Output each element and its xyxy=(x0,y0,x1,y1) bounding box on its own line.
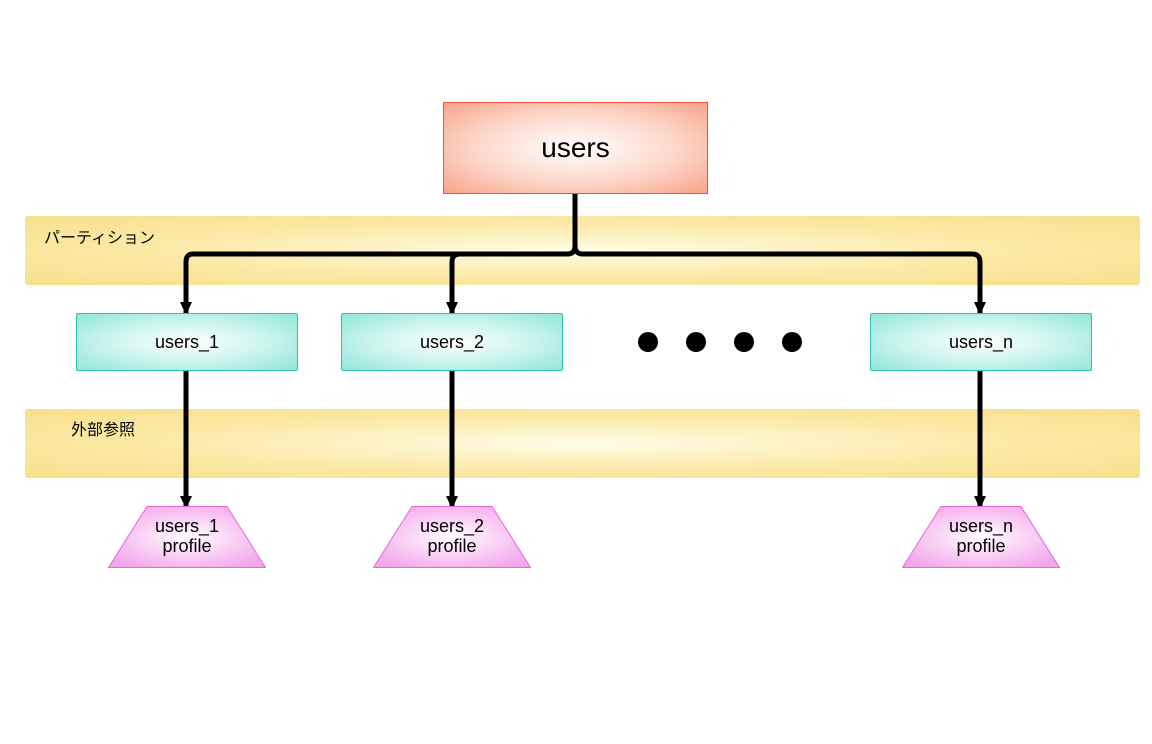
ellipsis-dot xyxy=(782,332,802,352)
ref-arrowhead-users-1 xyxy=(180,496,192,509)
root-table-users[interactable]: users xyxy=(443,102,708,194)
external-ref-band-label: 外部参照 xyxy=(71,422,136,439)
root-table-label: users xyxy=(541,132,610,163)
ellipsis-dot xyxy=(638,332,658,352)
trapezoid-shape xyxy=(902,506,1060,568)
external-ref-users-2-profile[interactable]: users_2 profile xyxy=(373,506,531,568)
trapezoid-shape xyxy=(108,506,266,568)
partition-label: users_n xyxy=(948,331,1014,352)
ellipsis-dot xyxy=(734,332,754,352)
trapezoid-shape xyxy=(373,506,531,568)
arrowhead-users-1 xyxy=(180,302,192,315)
external-ref-label: users_1 profile xyxy=(154,516,220,556)
external-ref-band xyxy=(25,409,1140,478)
external-ref-label: users_n profile xyxy=(948,516,1014,556)
branch-line-users-2 xyxy=(449,245,578,313)
ref-arrowhead-users-n xyxy=(974,496,986,509)
branch-line-users-n xyxy=(572,245,983,313)
partition-users-2[interactable]: users_2 xyxy=(341,313,563,371)
ref-arrowhead-users-2 xyxy=(446,496,458,509)
partition-users-n[interactable]: users_n xyxy=(870,313,1092,371)
external-ref-label: users_2 profile xyxy=(419,516,485,556)
external-ref-users-1-profile[interactable]: users_1 profile xyxy=(108,506,266,568)
external-ref-users-n-profile[interactable]: users_n profile xyxy=(902,506,1060,568)
partition-label: users_1 xyxy=(154,331,220,352)
arrowhead-users-n xyxy=(974,302,986,315)
arrowhead-users-2 xyxy=(446,302,458,315)
partition-label: users_2 xyxy=(419,331,485,352)
partition-users-1[interactable]: users_1 xyxy=(76,313,298,371)
ellipsis-dot xyxy=(686,332,706,352)
partition-band xyxy=(25,216,1140,285)
partition-band-label: パーティション xyxy=(44,230,156,247)
